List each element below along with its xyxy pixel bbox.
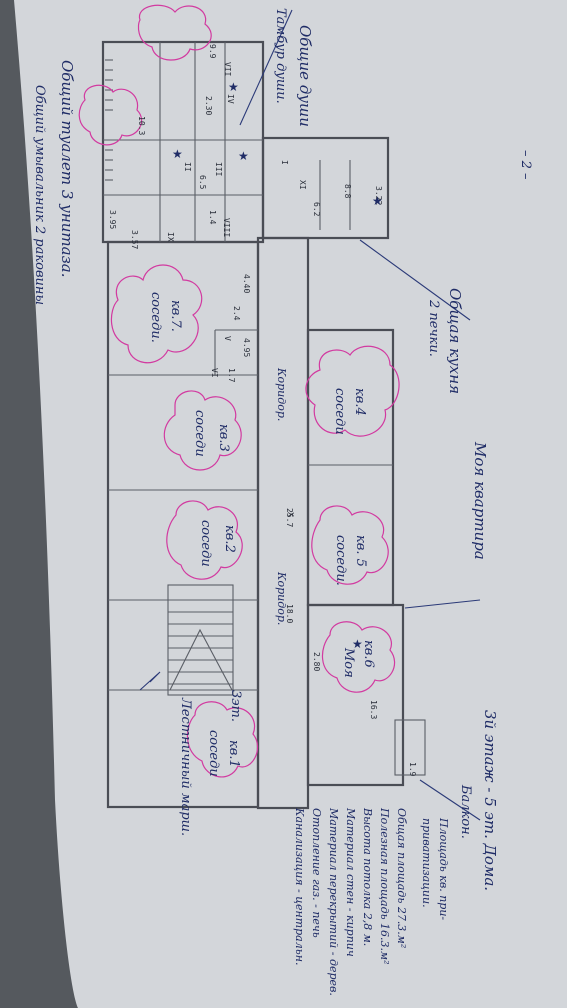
svg-text:VIII: VIII — [222, 218, 231, 237]
page-number: – 2 – — [518, 150, 533, 180]
svg-text:Канализация - центральн.: Канализация - центральн. — [293, 807, 306, 965]
svg-text:16.3: 16.3 — [369, 700, 378, 719]
svg-text:IV: IV — [226, 94, 235, 104]
svg-text:соседи: соседи — [206, 730, 221, 777]
apartment-kv1: кв.1 соседи — [206, 730, 241, 777]
svg-text:соседи: соседи — [192, 410, 207, 457]
svg-text:XI: XI — [298, 180, 307, 190]
svg-text:9.9: 9.9 — [208, 44, 217, 59]
svg-text:Полезная площадь 16.3.м²: Полезная площадь 16.3.м² — [378, 807, 391, 965]
handwritten-labels: Общие души Тамбур души. Общий туалет 3 у… — [32, 8, 499, 996]
svg-text:III: III — [214, 162, 223, 177]
svg-text:Площадь кв. при-: Площадь кв. при- — [437, 817, 450, 920]
svg-text:IX: IX — [166, 232, 175, 242]
svg-text:Высота потолка 2,8 м.: Высота потолка 2,8 м. — [361, 807, 374, 946]
plan-numbers: 3.22 8.8 6.2 4.40 2.4 4.95 10.3 25.7 18.… — [108, 44, 417, 777]
svg-text:кв.2: кв.2 — [222, 525, 237, 553]
shared-kitchen-label: Общая кухня — [446, 288, 464, 394]
svg-text:Моя: Моя — [341, 647, 356, 678]
svg-text:Отопление газ. - печь: Отопление газ. - печь — [310, 808, 323, 938]
corridor-label-1: Коридор. — [275, 367, 288, 421]
star-icon: ★ — [172, 147, 183, 161]
shared-toilet-label: Общий туалет 3 унитаза. — [58, 60, 76, 277]
svg-text:4.95: 4.95 — [242, 338, 251, 357]
svg-text:3.95: 3.95 — [108, 210, 117, 229]
apartment-kv6: кв.6 Моя — [341, 640, 376, 678]
svg-text:кв.7.: кв.7. — [168, 300, 183, 332]
star-icon: ★ — [372, 194, 383, 208]
svg-text:I: I — [280, 160, 289, 165]
floor-header: 3й этаж - 5 эт. Дома. — [481, 710, 499, 891]
apartment-kv5: кв. 5 соседи. — [333, 535, 368, 586]
svg-text:кв.1: кв.1 — [226, 740, 241, 768]
paper-sheet — [14, 0, 567, 1008]
apartment-kv3: кв.3 соседи — [192, 410, 231, 457]
svg-text:8.8: 8.8 — [343, 184, 352, 199]
apartment-notes: Площадь кв. при- приватизации. Общая пло… — [293, 807, 450, 996]
svg-text:2.30: 2.30 — [204, 96, 213, 115]
apartment-kv4: кв.4 соседи — [332, 388, 367, 435]
svg-text:VI: VI — [210, 368, 219, 378]
my-apartment-label: Моя квартира — [471, 441, 489, 560]
svg-text:VII: VII — [223, 62, 232, 77]
kitchen-block — [261, 136, 390, 240]
svg-text:соседи: соседи — [198, 520, 213, 567]
svg-text:6.2: 6.2 — [312, 202, 321, 217]
balcony-box — [394, 719, 426, 776]
star-icon: ★ — [352, 637, 363, 651]
svg-text:соседи.: соседи. — [333, 535, 348, 586]
svg-text:Общая площадь 27.3.м²: Общая площадь 27.3.м² — [395, 808, 408, 948]
corridor-label-2: Коридор. — [275, 571, 288, 625]
star-marks: ★ ★ ★ ★ ★ — [172, 80, 383, 651]
svg-text:соседи.: соседи. — [148, 292, 163, 343]
svg-text:соседи: соседи — [332, 388, 347, 435]
svg-text:3.22: 3.22 — [374, 186, 383, 205]
svg-text:6.5: 6.5 — [198, 175, 207, 190]
staircase — [167, 584, 234, 696]
svg-text:V: V — [223, 336, 232, 341]
star-icon: ★ — [238, 149, 249, 163]
svg-text:Материал стен - кирпич: Материал стен - кирпич — [344, 807, 357, 957]
svg-text:10.3: 10.3 — [137, 116, 146, 135]
svg-text:кв.4: кв.4 — [352, 388, 367, 416]
room-numerals: I II III IV V VI VII VIII IX X XI — [166, 62, 307, 517]
apartment-kv2: кв.2 соседи — [198, 520, 237, 567]
svg-text:кв.3: кв.3 — [216, 424, 231, 452]
svg-text:4.40: 4.40 — [242, 274, 251, 293]
shared-showers-label: Общие души — [296, 25, 314, 127]
svg-text:18.0: 18.0 — [285, 604, 294, 623]
left-wing — [106, 240, 260, 809]
svg-text:II: II — [183, 162, 192, 172]
balcony-label: Балкон. — [458, 784, 473, 839]
shower-vestibule-label: Тамбур души. — [273, 8, 288, 104]
shared-sink-label: Общий умывальник 2 раковины — [32, 85, 47, 305]
svg-text:3.57: 3.57 — [130, 230, 139, 249]
svg-text:1.4: 1.4 — [208, 210, 217, 225]
svg-text:2.80: 2.80 — [312, 652, 321, 671]
svg-text:2.4: 2.4 — [232, 306, 241, 321]
third-floor-note: 3эт. — [228, 690, 243, 722]
svg-text:Материал перекрытий - дерев.: Материал перекрытий - дерев. — [327, 807, 340, 996]
svg-text:1.9: 1.9 — [408, 762, 417, 777]
svg-text:кв. 5: кв. 5 — [353, 535, 368, 567]
apartment-clouds — [78, 4, 400, 778]
svg-text:приватизации.: приватизации. — [420, 818, 433, 908]
stair-label: Лестничный марш. — [178, 697, 193, 836]
svg-text:кв.6: кв.6 — [361, 640, 376, 668]
kitchen-stoves-label: 2 печки. — [426, 299, 441, 357]
svg-text:1.7: 1.7 — [227, 368, 236, 383]
star-icon: ★ — [228, 80, 239, 94]
apartment-kv7: кв.7. соседи. — [148, 292, 183, 343]
svg-text:X: X — [286, 512, 295, 517]
my-apartment-block — [306, 603, 405, 787]
svg-text:25.7: 25.7 — [285, 508, 294, 527]
floor-plan — [101, 9, 481, 821]
